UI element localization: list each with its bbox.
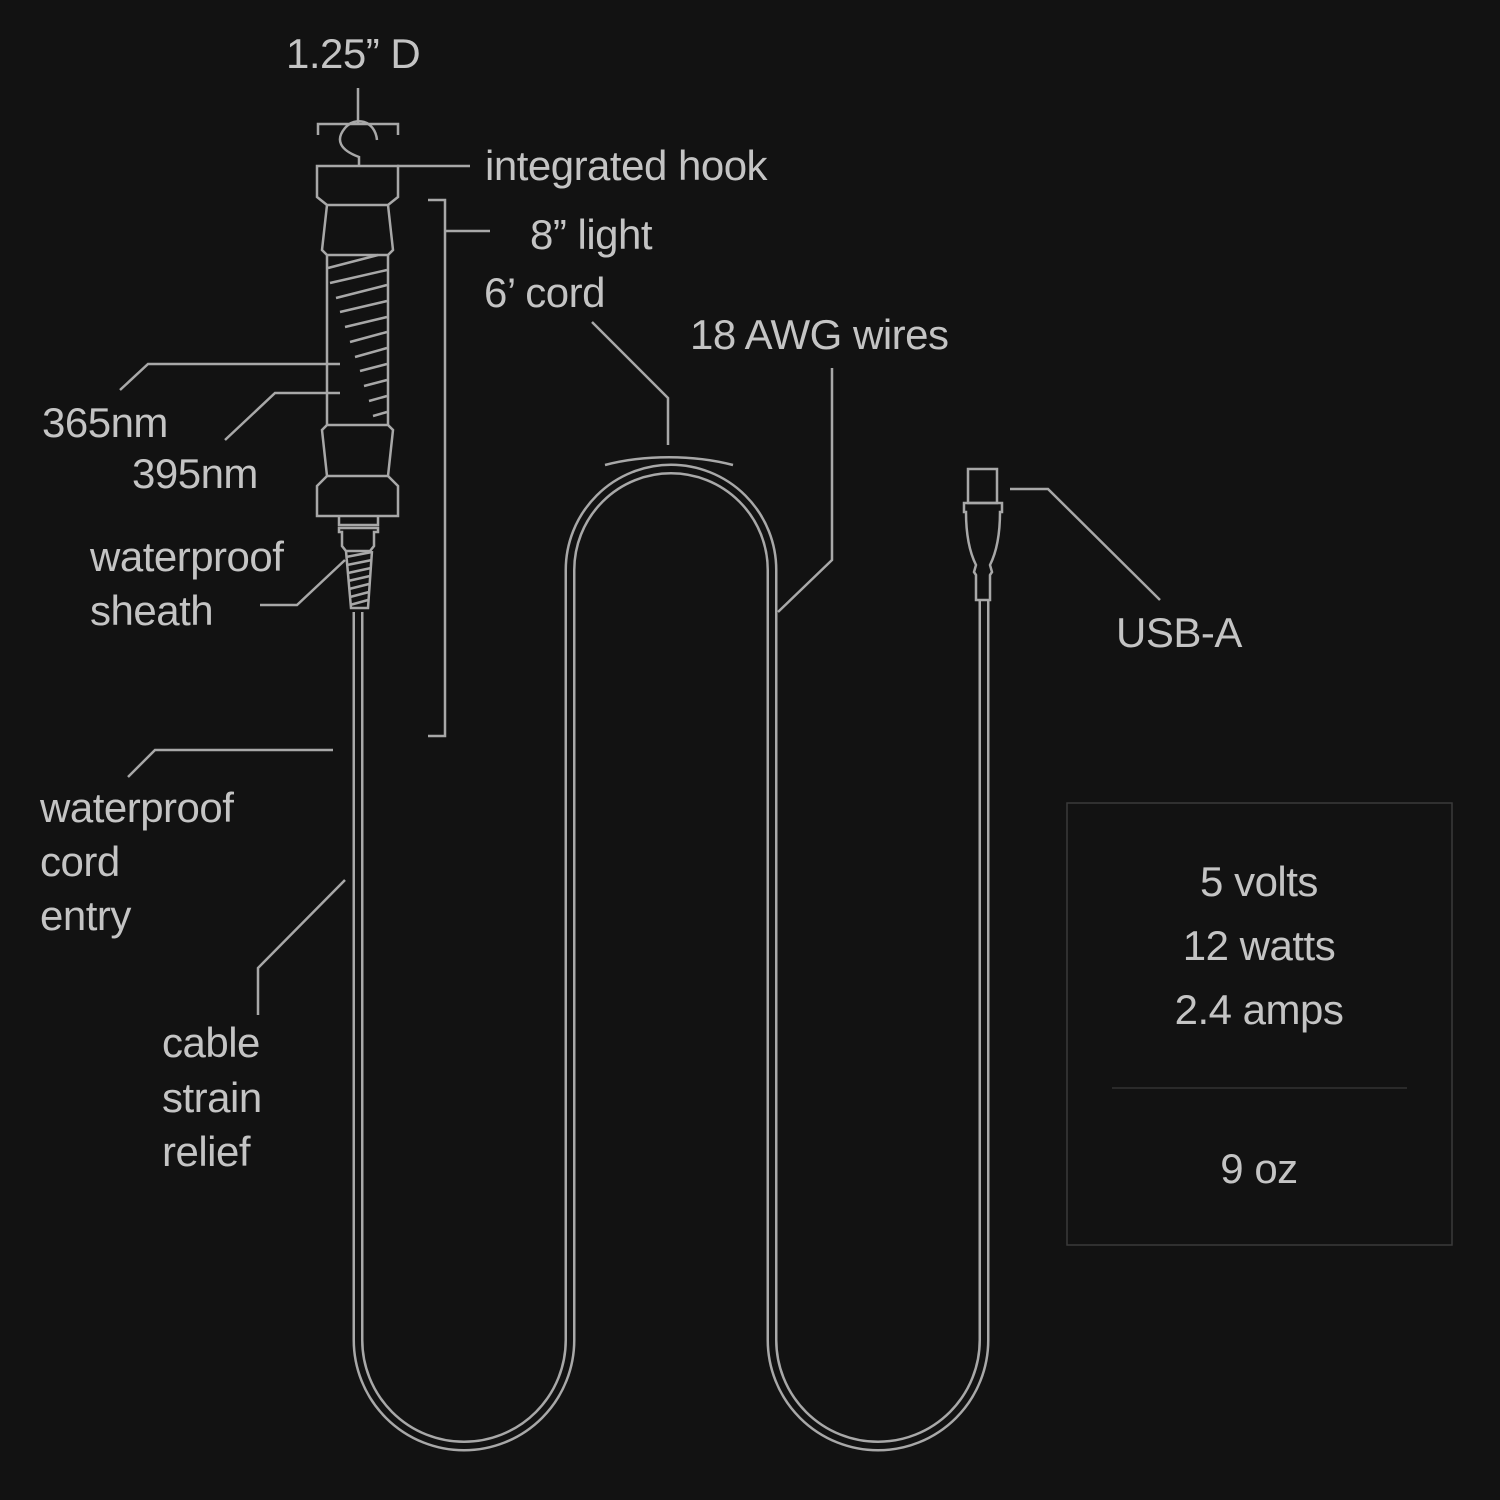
spec-amps: 2.4 amps: [1175, 986, 1344, 1033]
cord-length-label: 6’ cord: [484, 269, 605, 316]
power-cord: [352, 463, 990, 1452]
leader-lines: [119, 164, 1161, 1015]
light-length-label: 8” light: [530, 211, 653, 258]
365nm-label: 365nm: [42, 399, 168, 446]
spec-weight: 9 oz: [1220, 1145, 1297, 1192]
wires-label: 18 AWG wires: [690, 311, 949, 358]
cord-entry-label-1: waterproof: [39, 784, 234, 831]
sheath-label-2: sheath: [90, 587, 213, 634]
hook-icon: [338, 120, 379, 165]
hook-label: integrated hook: [485, 142, 769, 189]
cord-entry-label-2: cord: [40, 838, 120, 885]
spec-watts: 12 watts: [1183, 922, 1335, 969]
diameter-label: 1.25” D: [286, 30, 420, 77]
usb-label: USB-A: [1116, 609, 1242, 656]
length-bracket: [428, 198, 490, 738]
spec-volts: 5 volts: [1200, 858, 1318, 905]
cord-entry-label-3: entry: [40, 892, 131, 939]
strain-relief-label-3: relief: [162, 1128, 251, 1175]
395nm-label: 395nm: [132, 450, 258, 497]
sheath-label-1: waterproof: [89, 533, 284, 580]
strain-relief-label-2: strain: [162, 1074, 262, 1121]
spec-box: 5 volts 12 watts 2.4 amps 9 oz: [1066, 802, 1453, 1246]
light-body: [315, 88, 400, 610]
strain-relief-label-1: cable: [162, 1019, 260, 1066]
usb-a-connector: [962, 467, 1004, 602]
